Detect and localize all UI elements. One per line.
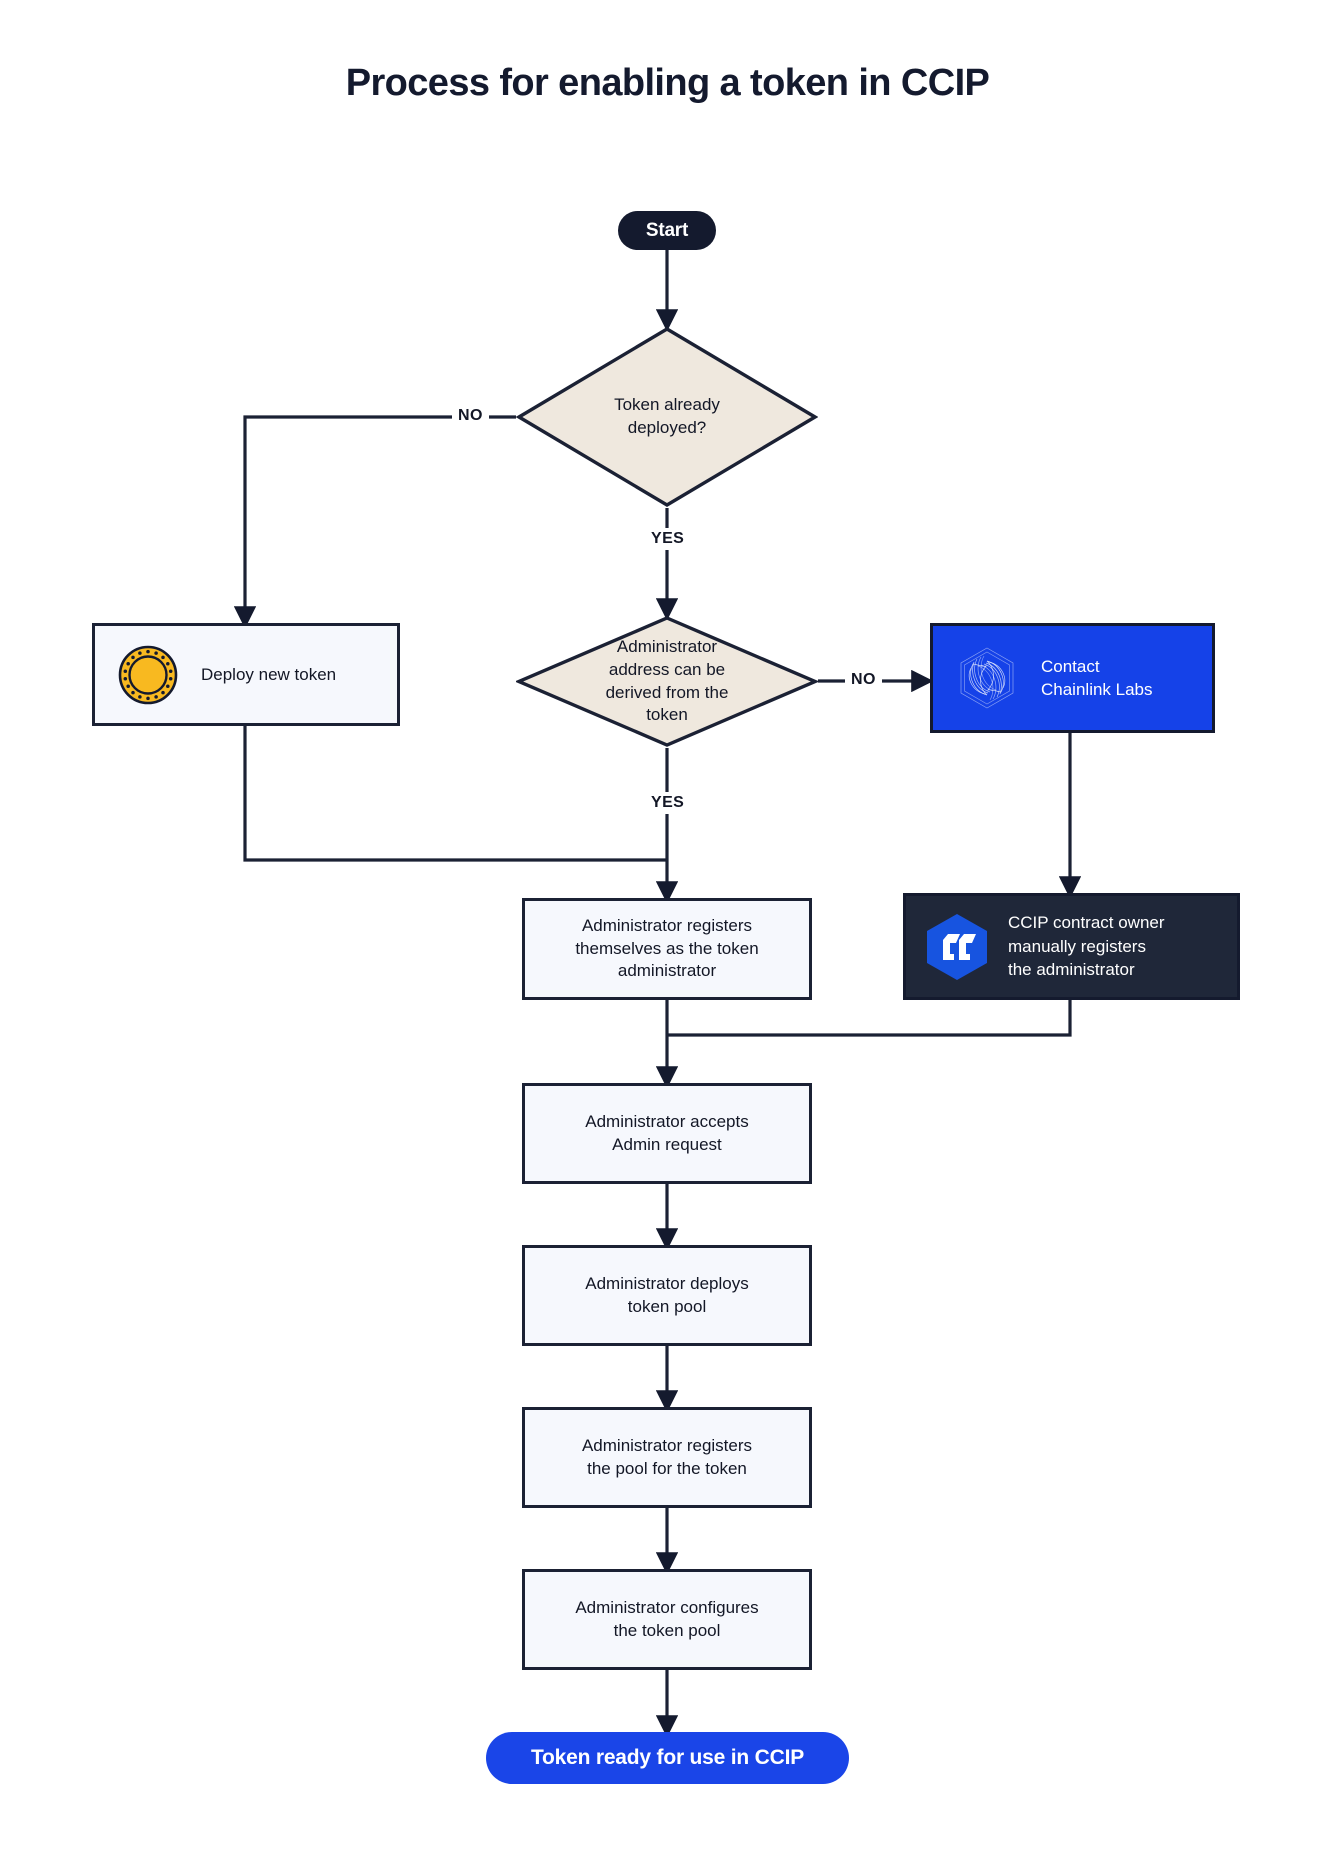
decision2-line-2: address can be — [608, 659, 726, 679]
node-token-ready[interactable]: Token ready for use in CCIP — [486, 1732, 849, 1784]
diamond-shape — [516, 616, 818, 747]
node-admin-configures-pool-label: Administrator configures the token pool — [575, 1597, 758, 1643]
node-admin-registers-self-label: Administrator registers themselves as th… — [575, 915, 758, 984]
node-deploy-new-token[interactable]: Deploy new token — [92, 623, 400, 726]
node-ccip-owner-registers[interactable]: CCIP contract owner manually registers t… — [903, 893, 1240, 1000]
decision2-line-1: Administrator — [616, 636, 718, 656]
node-admin-deploys-pool-label: Administrator deploys token pool — [585, 1273, 748, 1319]
node-token-ready-label: Token ready for use in CCIP — [530, 1746, 805, 1769]
edge-label-deployed-yes: YES — [645, 528, 691, 550]
node-decision-token-deployed[interactable]: Token already deployed? — [516, 326, 818, 508]
node-contact-chainlink-labs[interactable]: Contact Chainlink Labs — [930, 623, 1215, 733]
ccip-owner-line-3: the administrator — [1008, 960, 1135, 980]
deploys-pool-line-1: Administrator deploys — [585, 1273, 749, 1293]
node-admin-configures-pool[interactable]: Administrator configures the token pool — [522, 1569, 812, 1670]
configures-pool-line-1: Administrator configures — [575, 1597, 759, 1617]
registers-pool-line-2: the pool for the token — [587, 1458, 747, 1478]
ccip-owner-line-2: manually registers — [1008, 936, 1146, 956]
node-admin-accepts[interactable]: Administrator accepts Admin request — [522, 1083, 812, 1184]
chainlink-line-1: Contact — [1041, 656, 1100, 676]
node-deploy-new-token-label: Deploy new token — [201, 664, 337, 684]
edge-ccipowner-merge — [667, 1000, 1072, 1037]
node-ccip-owner-registers-label: CCIP contract owner manually registers t… — [1008, 911, 1165, 981]
edge-label-derivable-no: NO — [845, 669, 882, 691]
coin-icon — [118, 645, 178, 704]
registers-pool-line-1: Administrator registers — [581, 1435, 753, 1455]
node-decision-admin-derivable[interactable]: Administrator address can be derived fro… — [516, 615, 818, 748]
edge-label-deployed-no: NO — [452, 405, 489, 427]
ccip-hex-icon — [927, 913, 987, 980]
edge-decision1-no — [233, 415, 516, 629]
edge-label-derivable-yes: YES — [645, 792, 691, 814]
node-admin-deploys-pool[interactable]: Administrator deploys token pool — [522, 1245, 812, 1346]
decision1-line-1: Token already — [614, 395, 720, 415]
accepts-line-1: Administrator accepts — [585, 1111, 749, 1131]
node-admin-accepts-label: Administrator accepts Admin request — [585, 1111, 748, 1157]
edge-deploy-to-merge — [243, 726, 667, 862]
node-decision-admin-derivable-label: Administrator address can be derived fro… — [516, 615, 818, 748]
node-admin-registers-self[interactable]: Administrator registers themselves as th… — [522, 898, 812, 1000]
node-decision-token-deployed-label: Token already deployed? — [516, 326, 818, 508]
registers-self-line-1: Administrator registers — [581, 915, 753, 935]
decision1-line-2: deployed? — [627, 418, 707, 437]
chainlink-logo-icon — [960, 647, 1014, 709]
ccip-owner-line-1: CCIP contract owner — [1008, 913, 1165, 933]
accepts-line-2: Admin request — [612, 1134, 722, 1154]
page-title: Process for enabling a token in CCIP — [345, 62, 990, 104]
node-start[interactable]: Start — [618, 211, 716, 250]
configures-pool-line-2: the token pool — [613, 1620, 721, 1640]
decision2-line-4: token — [646, 705, 688, 725]
registers-self-line-2: themselves as the token — [575, 938, 759, 958]
node-admin-registers-pool[interactable]: Administrator registers the pool for the… — [522, 1407, 812, 1508]
node-start-label: Start — [645, 219, 689, 241]
node-contact-chainlink-labs-label: Contact Chainlink Labs — [1041, 655, 1153, 702]
deploys-pool-line-2: token pool — [627, 1296, 707, 1316]
diamond-shape — [516, 327, 818, 507]
decision2-line-3: derived from the — [605, 682, 729, 702]
registers-self-line-3: administrator — [617, 961, 717, 981]
chainlink-line-2: Chainlink Labs — [1041, 680, 1153, 699]
node-admin-registers-pool-label: Administrator registers the pool for the… — [582, 1435, 752, 1481]
